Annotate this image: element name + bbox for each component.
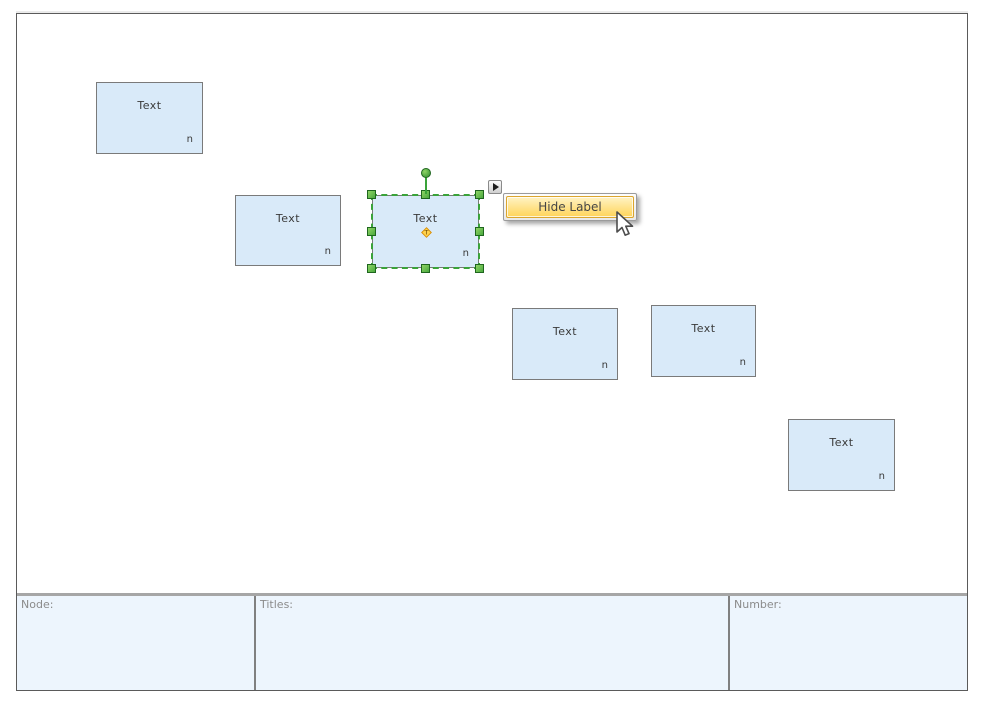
node-label: Text (552, 325, 578, 338)
selection-handle-se[interactable] (475, 264, 484, 273)
menu-item-hide-label[interactable]: Hide Label (506, 196, 634, 218)
node-badge: n (324, 246, 331, 257)
panel-number-label: Number: (734, 598, 782, 611)
selection-handle-s[interactable] (421, 264, 430, 273)
legend-row: Node: Titles: Number: (17, 593, 967, 690)
play-icon (492, 183, 499, 191)
panel-number[interactable]: Number: (728, 596, 967, 690)
diagram-node[interactable]: Text n (788, 419, 895, 491)
diagram-node[interactable]: Text n (96, 82, 203, 154)
selection-handle-sw[interactable] (367, 264, 376, 273)
rotation-handle-line (424, 177, 427, 194)
selection-handle-nw[interactable] (367, 190, 376, 199)
panel-titles-label: Titles: (260, 598, 294, 611)
smart-tag-button[interactable] (488, 180, 502, 194)
diagram-node[interactable]: Text n (651, 305, 756, 377)
node-badge: n (462, 248, 469, 259)
svg-text:T: T (423, 229, 428, 237)
panel-titles[interactable]: Titles: (254, 596, 728, 690)
diagram-node[interactable]: Text n T (367, 168, 484, 273)
node-badge: n (186, 134, 193, 145)
selection-handle-w[interactable] (367, 227, 376, 236)
control-handle-diamond-icon[interactable]: T (420, 227, 432, 238)
diagram-node[interactable]: Text n (512, 308, 618, 380)
diagram-node[interactable]: Text n (235, 195, 341, 266)
node-badge: n (601, 360, 608, 371)
selection-handle-ne[interactable] (475, 190, 484, 199)
node-label: Text (691, 322, 716, 335)
node-label: Text (829, 436, 854, 449)
rotation-handle[interactable] (420, 168, 431, 178)
node-label: Text (413, 212, 438, 225)
node-label: Text (275, 212, 301, 225)
node-badge: n (739, 357, 746, 368)
panel-node[interactable]: Node: (17, 596, 254, 690)
node-label: Text (137, 99, 162, 112)
panel-node-label: Node: (21, 598, 54, 611)
node-badge: n (878, 471, 885, 482)
context-menu: Hide Label (503, 193, 637, 221)
selection-handle-e[interactable] (475, 227, 484, 236)
